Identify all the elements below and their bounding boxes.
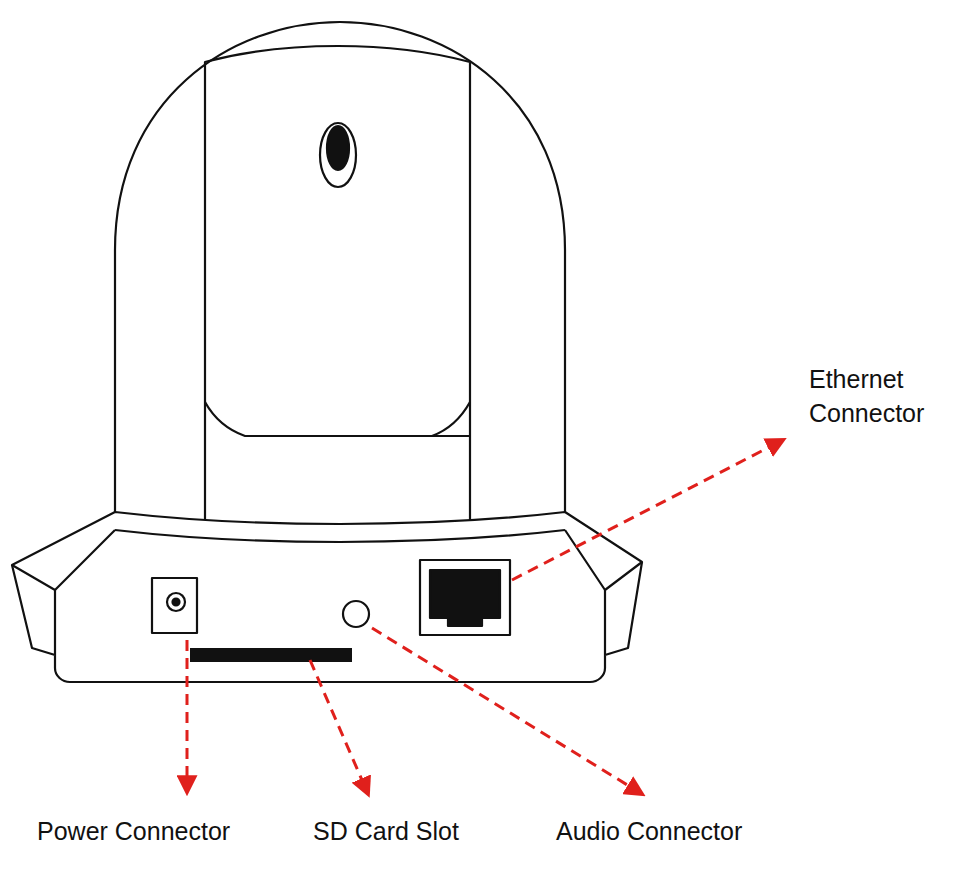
base-edge (12, 565, 55, 655)
power-jack-ring (167, 593, 185, 611)
power-jack (152, 578, 197, 633)
sd-slot (190, 648, 352, 662)
panel-fold (432, 402, 470, 436)
leader-arrow (512, 440, 783, 580)
camera-base (12, 512, 642, 682)
camera-dome (115, 22, 565, 512)
base-edge (115, 530, 565, 542)
audio-jack (343, 601, 369, 627)
ethernet-socket (430, 570, 500, 626)
callout-label: Audio Connector (556, 814, 742, 848)
lens-center (327, 126, 349, 170)
ethernet-port (420, 560, 510, 635)
leader-arrow (186, 640, 189, 792)
leader-arrow (310, 660, 368, 794)
lens (320, 123, 356, 187)
base-edge (605, 562, 642, 655)
leader-arrow (372, 628, 642, 794)
callout-label: Power Connector (37, 814, 230, 848)
panel-fold (205, 402, 470, 436)
callout-label: SD Card Slot (313, 814, 459, 848)
callout-label: Ethernet Connector (809, 362, 954, 430)
camera-panel (205, 46, 470, 520)
base-edge (55, 530, 605, 590)
power-jack-pin (173, 599, 180, 606)
